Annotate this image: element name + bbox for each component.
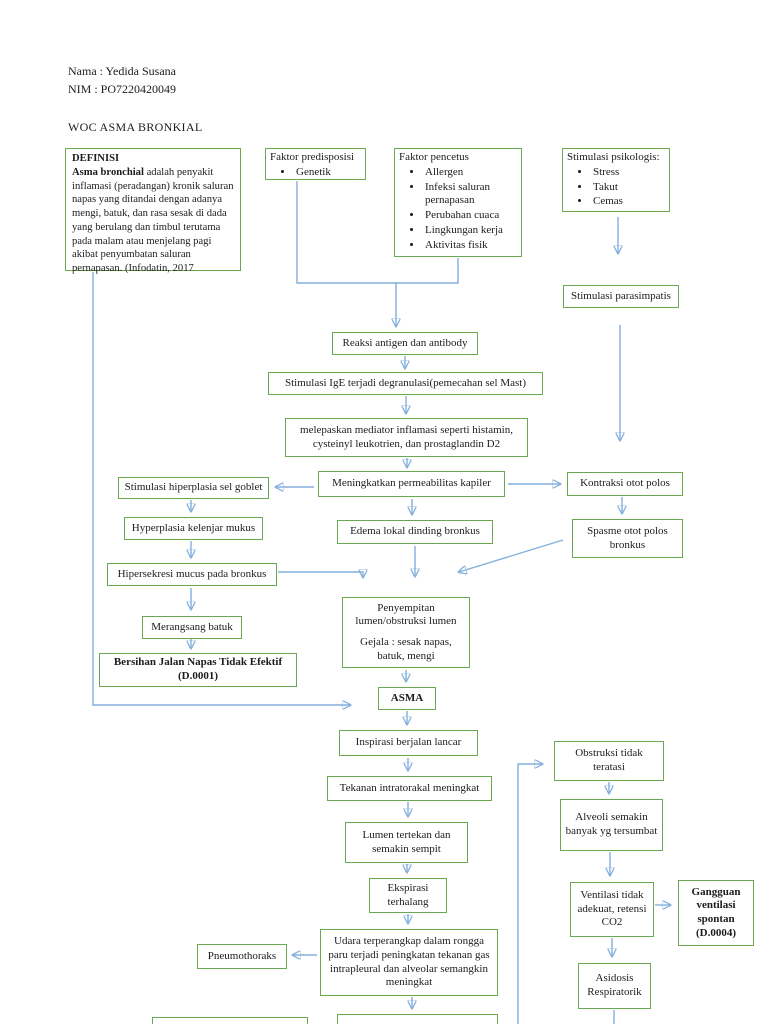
faktor-pencetus-item: Allergen	[423, 166, 517, 180]
stimulasi-psikologis-heading: Stimulasi psikologis:	[567, 151, 660, 163]
node-hipersekresi-mucus: Hipersekresi mucus pada bronkus	[107, 563, 277, 586]
node-stimulasi-ige: Stimulasi IgE terjadi degranulasi(pemeca…	[268, 372, 543, 395]
bersihan-label: Bersihan Jalan Napas Tidak Efektif	[113, 656, 283, 669]
node-melepaskan-mediator: melepaskan mediator inflamasi seperti hi…	[285, 418, 528, 457]
definition-heading: DEFINISI	[72, 153, 120, 164]
node-bottom-center-partial	[337, 1014, 498, 1024]
node-bersihan-jalan-napas: Bersihan Jalan Napas Tidak Efektif (D.00…	[99, 653, 297, 687]
node-kontraksi-otot: Kontraksi otot polos	[567, 472, 683, 496]
node-lumen-tertekan: Lumen tertekan dan semakin sempit	[345, 822, 468, 863]
page-title: WOC ASMA BRONKIAL	[68, 120, 203, 134]
node-obstruksi: Obstruksi tidak teratasi	[554, 741, 664, 781]
node-asma: ASMA	[378, 687, 436, 710]
connector-hipersekresi-to-penyempitan	[278, 572, 363, 577]
node-stimulasi-psikologis: Stimulasi psikologis: Stress Takut Cemas	[562, 148, 670, 212]
node-reaksi-antigen: Reaksi antigen dan antibody	[332, 332, 478, 355]
node-tekanan-intratorakal: Tekanan intratorakal meningkat	[327, 776, 492, 801]
faktor-pencetus-heading: Faktor pencetus	[399, 151, 469, 163]
node-bottom-left-partial	[152, 1017, 308, 1024]
node-definition: DEFINISI Asma bronchial adalah penyakit …	[65, 148, 241, 275]
node-pneumothoraks: Pneumothoraks	[197, 944, 287, 969]
node-alveoli: Alveoli semakin banyak yg tersumbat	[560, 799, 663, 851]
node-edema-lokal: Edema lokal dinding bronkus	[337, 520, 493, 544]
node-merangsang-batuk: Merangsang batuk	[142, 616, 242, 639]
node-hyperplasia-kelenjar: Hyperplasia kelenjar mukus	[124, 517, 263, 540]
node-udara-terperangkap: Udara terperangkap dalam rongga paru ter…	[320, 929, 498, 996]
student-name: Nama : Yedida Susana	[68, 64, 176, 78]
faktor-predisposisi-item: Genetik	[294, 166, 361, 180]
node-faktor-predisposisi: Faktor predisposisi Genetik	[265, 148, 366, 180]
student-nim: NIM : PO7220420049	[68, 82, 177, 96]
node-penyempitan-lumen: Penyempitan lumen/obstruksi lumen Gejala…	[342, 597, 470, 668]
faktor-pencetus-item: Perubahan cuaca	[423, 209, 517, 223]
bersihan-code: (D.0001)	[177, 670, 219, 682]
stimulasi-psikologis-item: Stress	[591, 166, 665, 180]
definition-term: Asma bronchial	[72, 166, 144, 178]
definition-body: adalah penyakit inflamasi (peradangan) k…	[72, 166, 234, 275]
connector-elbow-to-obstruksi	[517, 764, 542, 1024]
stimulasi-psikologis-item: Takut	[591, 181, 665, 195]
node-meningkatkan-permeabilitas: Meningkatkan permeabilitas kapiler	[318, 471, 505, 497]
node-ekspirasi-terhalang: Ekspirasi terhalang	[369, 878, 447, 913]
gangguan-label: Gangguan ventilasi spontan	[691, 885, 741, 926]
connector-spasme-to-penyempitan	[459, 539, 564, 572]
faktor-predisposisi-heading: Faktor predisposisi	[270, 151, 355, 163]
faktor-pencetus-item: Aktivitas fisik	[423, 239, 517, 253]
node-ventilasi: Ventilasi tidak adekuat, retensi CO2	[570, 882, 654, 937]
penyempitan-gejala: Gejala : sesak napas, batuk, mengi	[360, 636, 452, 662]
node-stimulasi-hiperplasia: Stimulasi hiperplasia sel goblet	[118, 477, 269, 499]
node-stimulasi-parasimpatis: Stimulasi parasimpatis	[563, 285, 679, 308]
gangguan-code: (D.0004)	[695, 926, 737, 939]
node-gangguan-ventilasi: Gangguan ventilasi spontan (D.0004)	[678, 880, 754, 946]
node-asidosis: Asidosis Respiratorik	[578, 963, 651, 1009]
stimulasi-psikologis-item: Cemas	[591, 195, 665, 209]
node-inspirasi: Inspirasi berjalan lancar	[339, 730, 478, 756]
node-spasme-otot: Spasme otot polos bronkus	[572, 519, 683, 558]
faktor-pencetus-item: Infeksi saluran pernapasan	[423, 181, 517, 209]
faktor-pencetus-item: Lingkungan kerja	[423, 224, 517, 238]
penyempitan-text: Penyempitan lumen/obstruksi lumen	[355, 601, 457, 628]
node-faktor-pencetus: Faktor pencetus Allergen Infeksi saluran…	[394, 148, 522, 257]
